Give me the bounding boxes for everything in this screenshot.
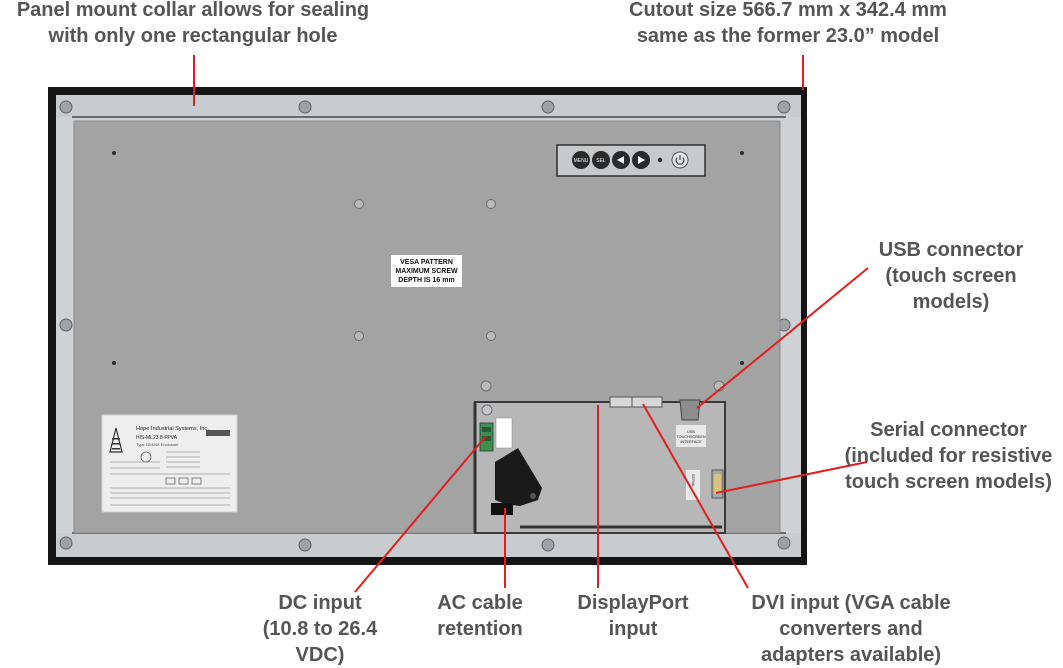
label-model: HIS-ML23.8-FPVA	[136, 435, 178, 441]
callout-line: DC input	[278, 592, 362, 614]
leader-serial	[715, 461, 868, 494]
usb-connector[interactable]	[679, 399, 701, 421]
callout-line: Cutout size 566.7 mm x 342.4 mm	[629, 0, 947, 21]
vesa-label	[391, 255, 462, 287]
callout-line: VDC)	[295, 644, 345, 666]
collar-top-rail	[56, 95, 801, 117]
collar-screws	[59, 100, 791, 552]
label-company: Hope Industrial Systems, Inc.	[136, 426, 209, 432]
label-type: Type 12/4/4X Enclosure	[136, 442, 179, 447]
left-arrow-icon	[617, 156, 624, 164]
callout-line: converters and	[779, 618, 923, 640]
callout-dc-input: DC input (10.8 to 26.4 VDC)	[250, 590, 390, 668]
vesa-screws	[354, 199, 496, 341]
callout-line: models)	[912, 291, 990, 313]
callout-dvi-input: DVI input (VGA cable converters and adap…	[733, 590, 969, 668]
collar-bottom-rail	[56, 533, 801, 557]
vesa-label-line1: VESA PATTERN	[400, 259, 453, 266]
callout-line: retention	[437, 618, 523, 640]
leader-dc	[354, 435, 487, 593]
callout-serial-connector: Serial connector (included for resistive…	[834, 417, 1063, 495]
company-logo	[109, 427, 123, 453]
callout-line: DVI input (VGA cable	[751, 592, 951, 614]
sel-button[interactable]	[592, 151, 610, 169]
callout-line: touch screen models)	[845, 471, 1052, 493]
leader-lines	[193, 55, 869, 593]
serial-port-label-line1: SERIAL	[691, 474, 695, 488]
ac-cable-retention-clamp[interactable]	[495, 448, 542, 506]
certification-marks	[140, 430, 230, 485]
dvi-connector[interactable]	[631, 396, 663, 408]
callout-line: DisplayPort	[577, 592, 689, 614]
vesa-label-line2: MAXIMUM SCREW	[395, 268, 458, 275]
callout-line: (included for resistive	[844, 445, 1053, 467]
leader-dvi	[642, 403, 749, 589]
right-arrow-icon	[638, 156, 645, 164]
panel-holes	[112, 151, 744, 365]
callout-line: Panel mount collar allows for sealing	[16, 0, 370, 21]
callout-line: with only one rectangular hole	[48, 25, 338, 47]
status-led	[657, 157, 663, 163]
callout-line: adapters available)	[760, 644, 942, 666]
vesa-label-line3: DEPTH IS 16 mm	[398, 277, 454, 284]
usb-port-label-line2: TOUCHSCREEN	[676, 435, 706, 439]
dc-input-label	[495, 417, 513, 449]
usb-port-label	[676, 425, 706, 447]
callout-line: USB connector	[878, 239, 1024, 261]
displayport-connector[interactable]	[609, 396, 633, 408]
sel-button-label: SEL	[596, 158, 606, 164]
bay-screw	[481, 404, 493, 416]
menu-button-label: MENU	[574, 158, 589, 164]
usb-port-label-line3: INTERFACE	[680, 440, 702, 444]
usb-port-label-line1: USB	[687, 430, 695, 434]
callout-line: AC cable	[437, 592, 523, 614]
callout-cutout-size: Cutout size 566.7 mm x 342.4 mm same as …	[610, 0, 966, 49]
callout-usb-connector: USB connector (touch screen models)	[868, 237, 1034, 315]
callout-ac-cable-retention: AC cable retention	[422, 590, 538, 642]
callout-line: Serial connector	[870, 419, 1027, 441]
bay-screw	[480, 380, 492, 392]
label-fine-print	[110, 451, 230, 506]
callout-line: input	[608, 618, 658, 640]
callout-line: (touch screen	[885, 265, 1017, 287]
callout-panel-mount-collar: Panel mount collar allows for sealing wi…	[0, 0, 386, 49]
callout-line: (10.8 to 26.4	[262, 618, 378, 640]
menu-button[interactable]	[572, 151, 590, 169]
power-icon	[675, 155, 685, 165]
serial-port-label	[686, 470, 700, 500]
callout-displayport-input: DisplayPort input	[563, 590, 703, 642]
callout-line: same as the former 23.0” model	[636, 25, 940, 47]
leader-usb	[696, 267, 869, 409]
